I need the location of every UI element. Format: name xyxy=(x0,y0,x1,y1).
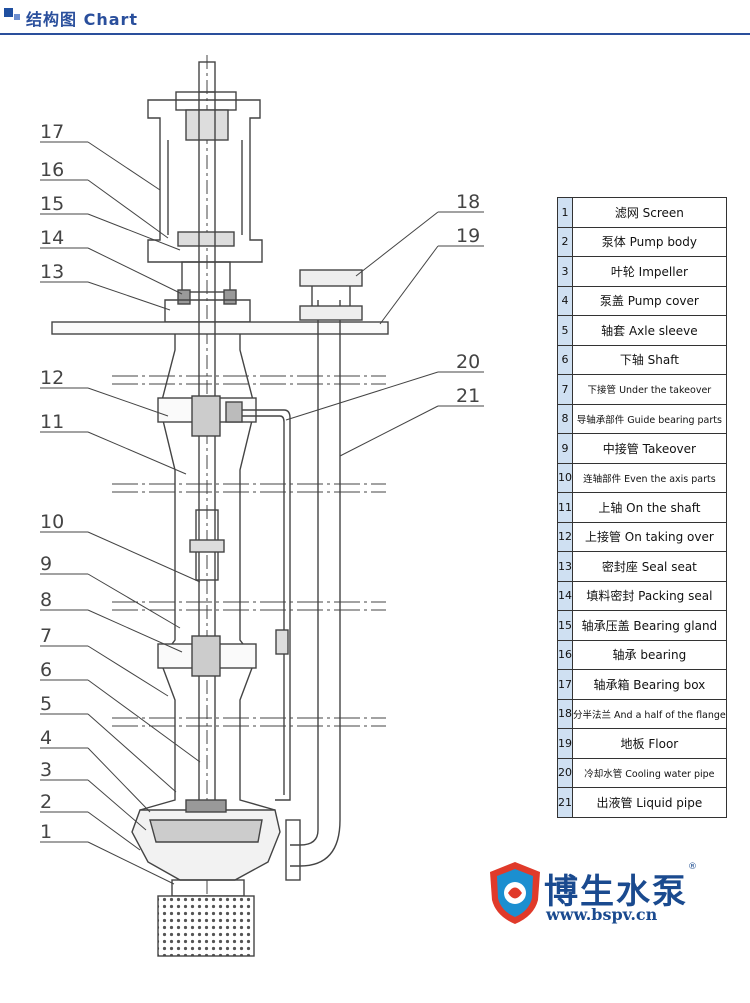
part-name: 上轴 On the shaft xyxy=(572,492,727,523)
part-number: 4 xyxy=(557,285,573,316)
part-name: 滤网 Screen xyxy=(572,197,727,228)
callout-9: 9 xyxy=(40,553,52,575)
brand-name: 博生水泵 xyxy=(544,872,688,912)
part-name: 泵盖 Pump cover xyxy=(572,285,727,316)
part-number: 8 xyxy=(557,403,573,434)
part-number: 12 xyxy=(557,521,573,552)
callout-4: 4 xyxy=(40,727,52,749)
part-name: 中接管 Takeover xyxy=(572,433,727,464)
part-number: 11 xyxy=(557,492,573,523)
part-name: 轴承 bearing xyxy=(572,639,727,670)
callout-14: 14 xyxy=(40,227,64,249)
callout-5: 5 xyxy=(40,693,52,715)
part-number: 19 xyxy=(557,728,573,759)
part-name: 下轴 Shaft xyxy=(572,344,727,375)
callout-10: 10 xyxy=(40,511,64,533)
part-name: 轴承箱 Bearing box xyxy=(572,669,727,700)
pump-structure-drawing: 17 16 15 14 13 12 11 10 9 8 7 6 5 4 3 2 … xyxy=(40,55,484,957)
callout-11: 11 xyxy=(40,411,64,433)
part-name: 密封座 Seal seat xyxy=(572,551,727,582)
part-number: 15 xyxy=(557,610,573,641)
part-name: 导轴承部件 Guide bearing parts xyxy=(572,403,727,434)
page-header: 结构图 Chart xyxy=(0,0,750,36)
part-number: 16 xyxy=(557,639,573,670)
part-name: 轴套 Axle sleeve xyxy=(572,315,727,346)
part-number: 18 xyxy=(557,698,573,729)
part-number: 9 xyxy=(557,433,573,464)
callout-8: 8 xyxy=(40,589,52,611)
part-number: 17 xyxy=(557,669,573,700)
callout-3: 3 xyxy=(40,759,52,781)
part-number: 7 xyxy=(557,374,573,405)
callout-16: 16 xyxy=(40,159,64,181)
header-square-icon xyxy=(4,8,13,17)
company-logo: 博生水泵 ® www.bspv.cn xyxy=(488,860,718,930)
callout-12: 12 xyxy=(40,367,64,389)
part-number: 20 xyxy=(557,757,573,788)
callout-1: 1 xyxy=(40,821,52,843)
part-name: 分半法兰 And a half of the flange xyxy=(572,698,727,729)
part-number: 14 xyxy=(557,580,573,611)
callout-6: 6 xyxy=(40,659,52,681)
page-title: 结构图 Chart xyxy=(26,10,139,29)
brand-url: www.bspv.cn xyxy=(546,905,658,924)
part-name: 叶轮 Impeller xyxy=(572,256,727,287)
part-number: 2 xyxy=(557,226,573,257)
callout-15: 15 xyxy=(40,193,64,215)
part-name: 填料密封 Packing seal xyxy=(572,580,727,611)
part-name: 冷却水管 Cooling water pipe xyxy=(572,757,727,788)
callout-17: 17 xyxy=(40,121,64,143)
callout-7: 7 xyxy=(40,625,52,647)
callout-20: 20 xyxy=(456,351,480,373)
part-name: 泵体 Pump body xyxy=(572,226,727,257)
part-name: 上接管 On taking over xyxy=(572,521,727,552)
part-number: 6 xyxy=(557,344,573,375)
part-number: 21 xyxy=(557,787,573,818)
part-name: 轴承压盖 Bearing gland xyxy=(572,610,727,641)
shield-logo-icon xyxy=(490,862,540,924)
part-name: 出液管 Liquid pipe xyxy=(572,787,727,818)
header-rule xyxy=(0,33,750,35)
part-number: 3 xyxy=(557,256,573,287)
part-number: 1 xyxy=(557,197,573,228)
callout-13: 13 xyxy=(40,261,64,283)
callout-2: 2 xyxy=(40,791,52,813)
part-number: 10 xyxy=(557,462,573,493)
callout-21: 21 xyxy=(456,385,480,407)
part-name: 连轴部件 Even the axis parts xyxy=(572,462,727,493)
registered-mark: ® xyxy=(688,862,697,872)
callout-18: 18 xyxy=(456,191,480,213)
part-name: 下接管 Under the takeover xyxy=(572,374,727,405)
part-number: 5 xyxy=(557,315,573,346)
part-name: 地板 Floor xyxy=(572,728,727,759)
callout-19: 19 xyxy=(456,225,480,247)
part-number: 13 xyxy=(557,551,573,582)
header-square-small-icon xyxy=(14,14,20,20)
